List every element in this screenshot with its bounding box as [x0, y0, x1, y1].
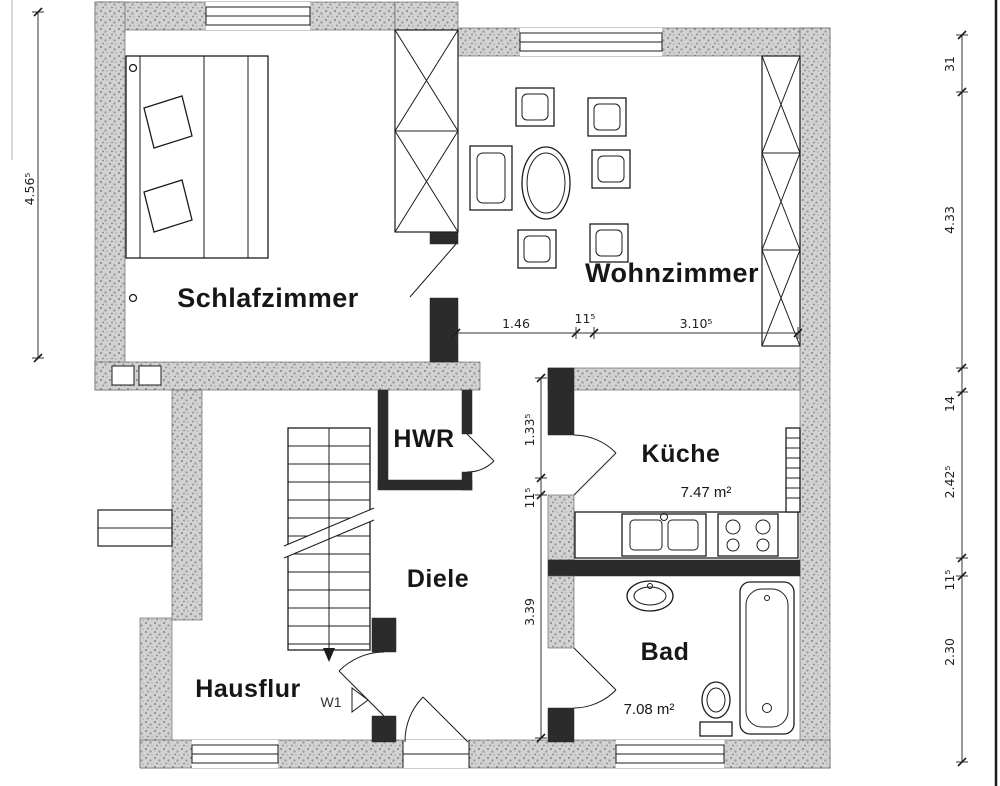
kitchen-counter	[574, 511, 799, 559]
room-label-kueche: Küche	[642, 440, 721, 468]
window-bay-left	[97, 509, 173, 547]
dim-left-total: 4.56⁵	[22, 173, 37, 206]
bed	[125, 55, 269, 303]
toilet	[699, 681, 733, 737]
room-label-hwr: HWR	[393, 425, 454, 453]
room-label-diele: Diele	[407, 565, 469, 593]
chair	[591, 149, 631, 189]
dim-right-4: 11⁵	[942, 570, 957, 591]
chair	[517, 229, 557, 269]
bedside-dot	[128, 293, 138, 303]
dim-corridor-1: 11⁵	[522, 488, 537, 509]
interior-walls	[371, 231, 801, 743]
door-kitchen	[573, 434, 617, 496]
room-label-hausflur: Hausflur	[195, 675, 300, 703]
staircase	[283, 427, 375, 662]
dimension-living-bottom: 1.46 11⁵ 3.10⁵	[451, 311, 803, 339]
chair	[587, 97, 627, 137]
area-label-bad: 7.08 m²	[624, 701, 675, 718]
dining-set	[469, 87, 631, 269]
dim-living-1: 11⁵	[575, 311, 596, 326]
room-label-wohnzimmer: Wohnzimmer	[585, 258, 759, 288]
door-w1	[338, 651, 385, 717]
area-label-kueche: 7.47 m²	[681, 484, 732, 501]
dim-right-5: 2.30	[942, 638, 957, 666]
room-label-schlafzimmer: Schlafzimmer	[177, 283, 359, 313]
room-label-bad: Bad	[641, 638, 690, 666]
door-living-room	[409, 243, 457, 298]
window-bedroom-top	[205, 2, 311, 30]
window-living-top	[519, 28, 663, 56]
chair	[589, 223, 629, 263]
door-label-w1: W1	[321, 694, 342, 710]
bathroom-sink	[626, 580, 674, 612]
room-labels: Schlafzimmer Wohnzimmer HWR Küche 7.47 m…	[177, 258, 759, 718]
closet-between-rooms	[394, 29, 459, 233]
dim-right-2: 14	[942, 396, 957, 412]
dining-table	[521, 146, 571, 220]
dimension-corridor: 1.33⁵ 11⁵ 3.39	[522, 373, 547, 743]
dimension-right: 31 4.33 14 2.42⁵ 11⁵ 2.30	[942, 30, 968, 767]
closet-living-right	[761, 55, 801, 347]
door-swing-marker	[351, 687, 369, 713]
doors	[338, 243, 617, 768]
radiator	[785, 427, 801, 513]
stove	[717, 513, 779, 557]
bedside-dot	[128, 63, 138, 73]
armchair	[469, 145, 513, 211]
dimension-left: 4.56⁵	[22, 7, 44, 363]
stair-direction-arrow	[323, 648, 335, 662]
pillow	[143, 95, 193, 149]
door-bath	[573, 647, 617, 709]
window-hausflur-bottom	[191, 740, 279, 768]
window-bath-bottom	[615, 740, 725, 768]
dim-right-1: 4.33	[942, 206, 957, 234]
kitchen-sink	[621, 513, 707, 557]
pillow	[143, 179, 193, 233]
dim-right-3: 2.42⁵	[942, 466, 957, 499]
windows	[97, 2, 725, 768]
door-hwr	[466, 433, 495, 473]
bathtub	[739, 581, 795, 735]
scan-artifacts	[11, 0, 998, 786]
dim-corridor-2: 3.39	[522, 598, 537, 626]
chair	[515, 87, 555, 127]
dim-living-2: 3.10⁵	[680, 316, 713, 331]
dim-right-0: 31	[942, 56, 957, 72]
dim-corridor-0: 1.33⁵	[522, 414, 537, 447]
door-bottom-exit	[402, 696, 470, 768]
dim-living-0: 1.46	[502, 316, 530, 331]
